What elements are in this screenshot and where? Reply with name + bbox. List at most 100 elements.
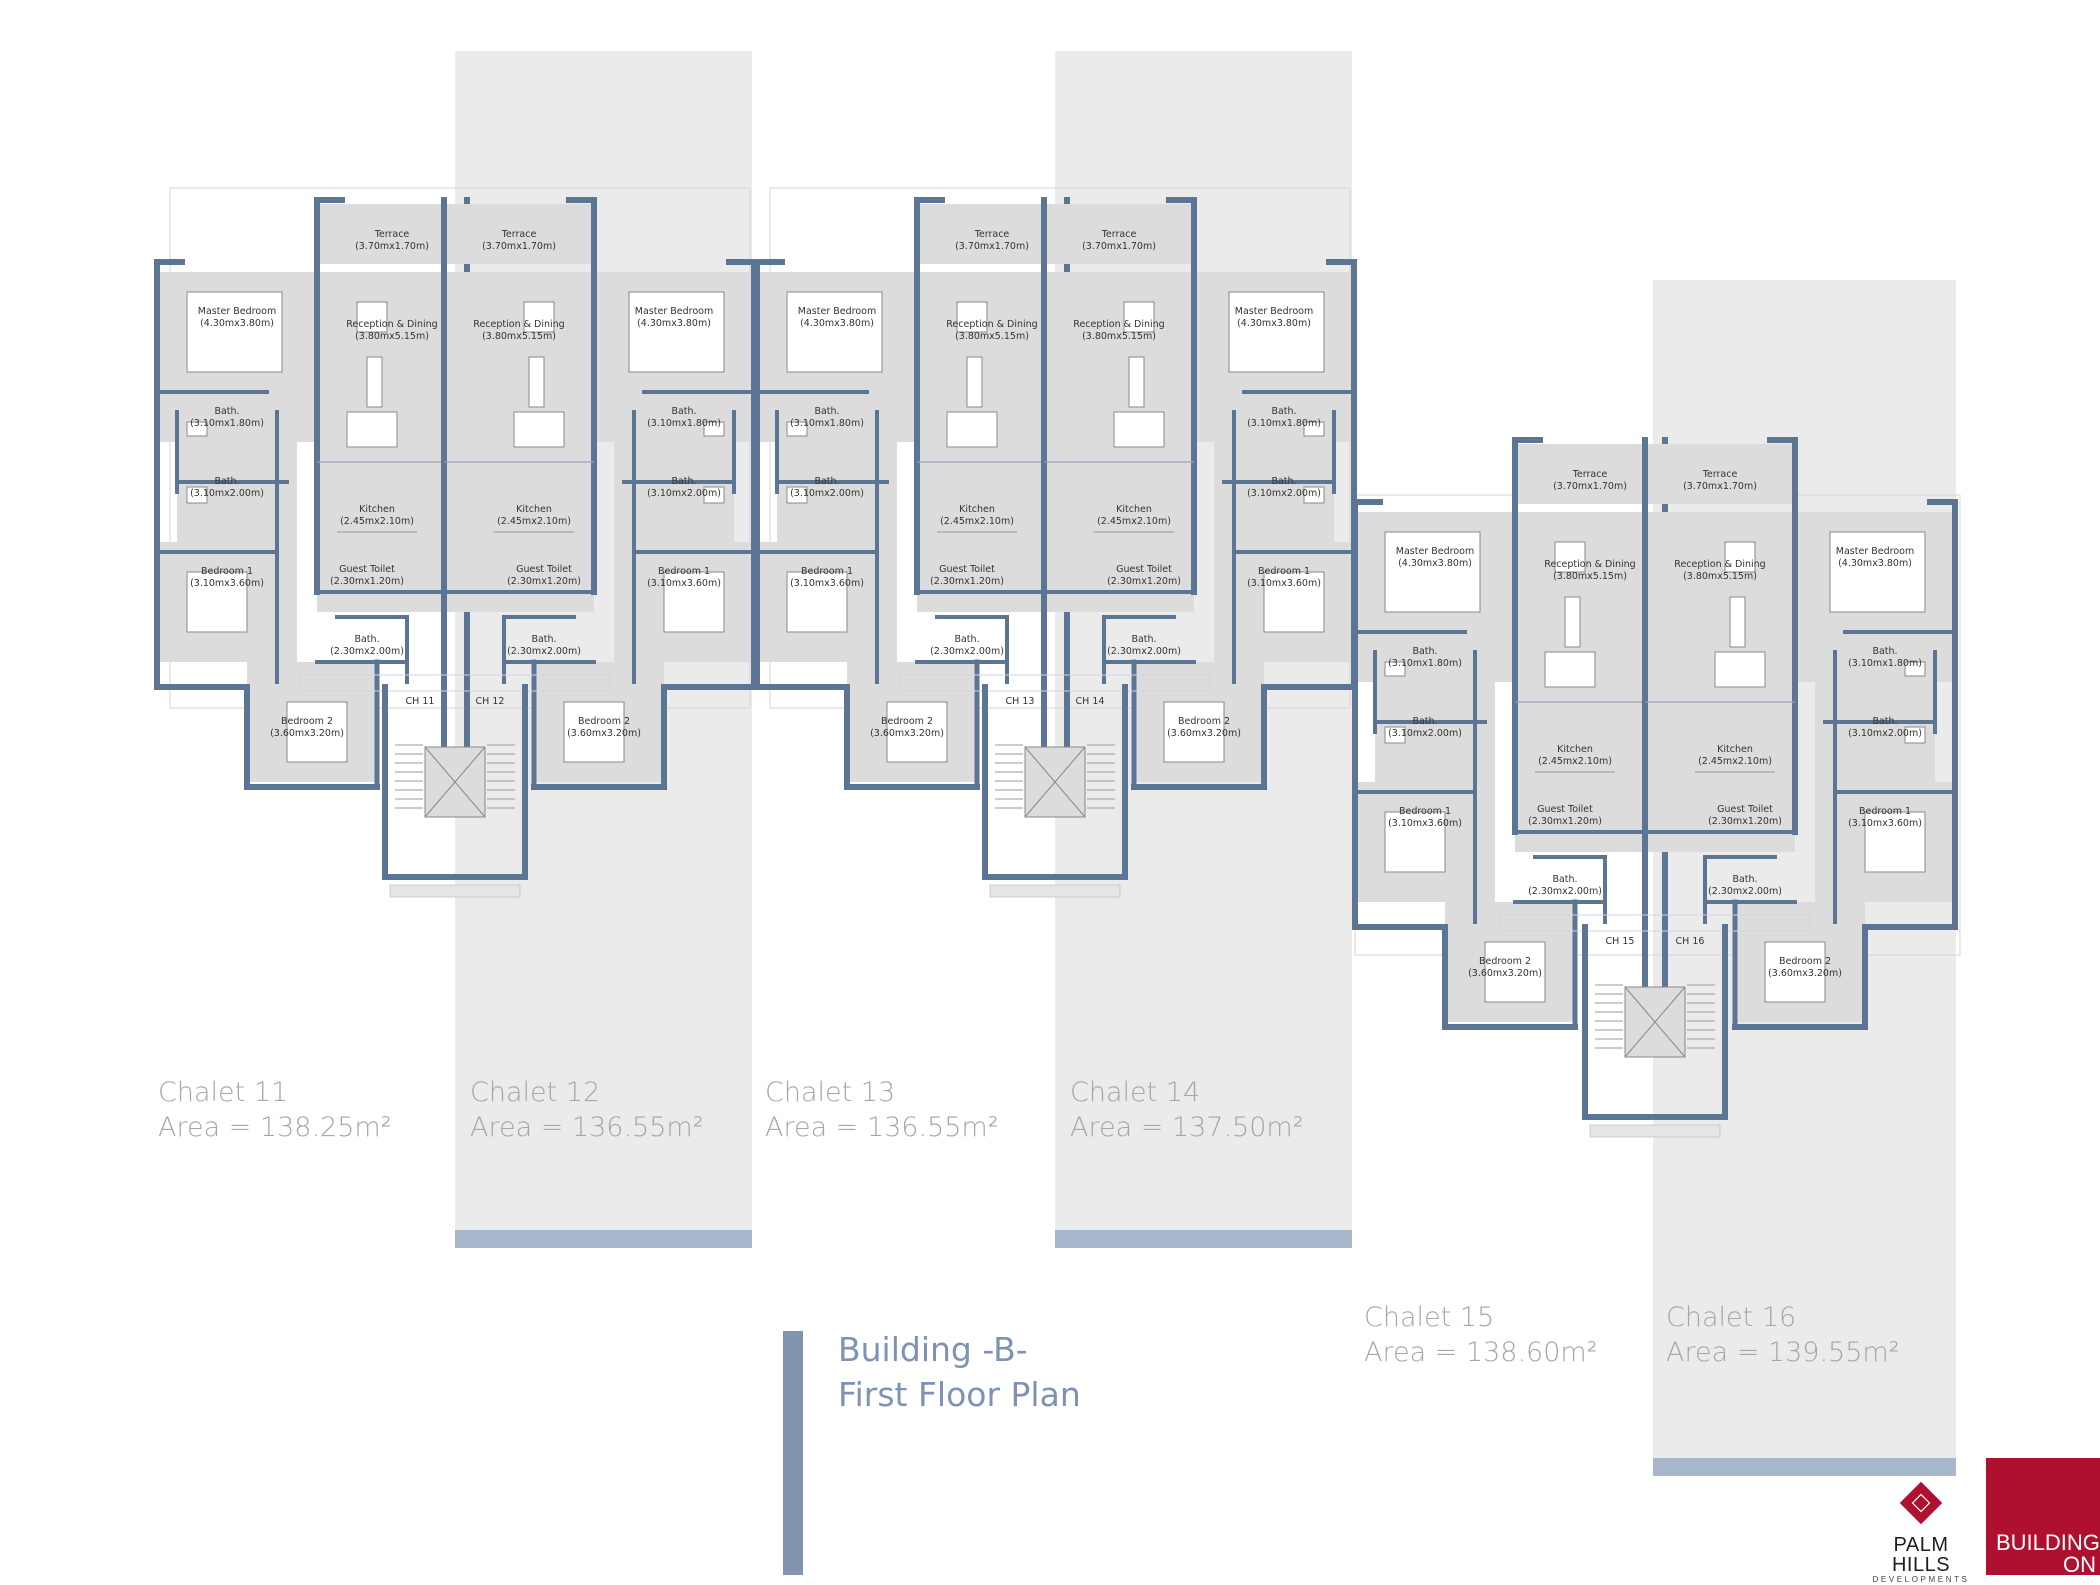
furniture [1123,301,1155,333]
chalet-area: Area = 139.55m² [1666,1337,1900,1368]
furniture [628,291,725,373]
room-size: (4.30mx3.80m) [1838,558,1912,569]
entry-mat [989,884,1121,898]
furniture [1384,531,1481,613]
furniture [786,421,808,437]
room-name: Master Bedroom [798,306,876,317]
room-name: Bath. [1872,646,1897,657]
chalet-14-band-bar [1055,1230,1352,1248]
room-size: (3.10mx1.80m) [1388,658,1462,669]
room-labels: Terrace(3.70mx1.70m)Reception & Dining(3… [790,229,1038,739]
room-size: (3.70mx1.70m) [482,241,556,252]
room-name: Reception & Dining [1073,319,1164,330]
balcony-rail [299,674,611,692]
room-name: Master Bedroom [1235,306,1313,317]
stair-label: CH 13 [1006,696,1035,707]
furniture [366,356,383,408]
room-size: (3.60mx3.20m) [870,728,944,739]
room-name: Kitchen [1116,504,1152,515]
furniture [286,701,348,763]
room-name: Bedroom 2 [1479,956,1531,967]
chalet-area: Area = 136.55m² [765,1112,999,1143]
room-name: Bath. [531,634,556,645]
room-floor [1645,444,1795,504]
room-name: Kitchen [516,504,552,515]
furniture [356,301,388,333]
room-name: Bedroom 2 [281,716,333,727]
chalet-name: Chalet 14 [1070,1077,1201,1108]
room-name: Terrace [1572,469,1608,480]
room-name: Bedroom 2 [578,716,630,727]
room-size: (3.10mx3.60m) [647,578,721,589]
room-name: Terrace [1702,469,1738,480]
room-size: (3.80mx5.15m) [1553,571,1627,582]
furniture [1484,941,1546,1003]
room-size: (2.45mx2.10m) [340,516,414,527]
room-name: Reception & Dining [1544,559,1635,570]
tagline-box: BUILDING ON [1986,1458,2100,1577]
room-size: (3.10mx1.80m) [1848,658,1922,669]
room-size: (2.30mx1.20m) [1528,816,1602,827]
room-size: (2.30mx2.00m) [930,646,1004,657]
furniture [786,571,848,633]
room-size: (3.10mx2.00m) [1247,488,1321,499]
chalet-area: Area = 137.50m² [1070,1112,1304,1143]
room-size: (2.30mx2.00m) [507,646,581,657]
stair-label: CH 11 [406,696,435,707]
room-name: Kitchen [1557,744,1593,755]
room-size: (3.10mx2.00m) [1848,728,1922,739]
furniture [786,486,808,504]
furniture [1554,541,1586,573]
diamond-logo-icon [1899,1481,1943,1525]
room-name: Reception & Dining [1674,559,1765,570]
furniture [528,356,545,408]
room-name: Bath. [1412,716,1437,727]
furniture [703,486,725,504]
room-floor [1515,444,1665,504]
room-size: (3.60mx3.20m) [567,728,641,739]
room-size: (2.30mx1.20m) [930,576,1004,587]
room-name: Terrace [501,229,537,240]
furniture [1904,661,1926,677]
logo-sub: DEVELOPMENTS [1872,1575,1970,1584]
title-rule [783,1331,803,1575]
logo-name: PALM HILLS [1891,1534,1951,1576]
room-name: Bath. [814,476,839,487]
chalet-16-label: Chalet 16 Area = 139.55m² [1666,1300,1900,1370]
stair-diagonal [1624,986,1686,1058]
chalet-12-label: Chalet 12 Area = 136.55m² [470,1075,704,1145]
room-name: Terrace [974,229,1010,240]
furniture [703,421,725,437]
room-name: Bath. [1271,476,1296,487]
room-labels: Terrace(3.70mx1.70m) Reception & Dining (3… [473,229,721,739]
furniture [186,421,208,437]
room-name: Reception & Dining [473,319,564,330]
room-size: (4.30mx3.80m) [800,318,874,329]
room-size: (3.70mx1.70m) [1082,241,1156,252]
furniture [1544,651,1596,688]
furniture [1303,421,1325,437]
furniture [966,356,983,408]
furniture [1228,291,1325,373]
chalet-name: Chalet 11 [158,1077,289,1108]
room-name: Bedroom 2 [881,716,933,727]
entry-mat [1589,1124,1721,1138]
balcony-rail [1499,914,1811,932]
room-labels: Terrace(3.70mx1.70m)Reception & Dining(3… [1674,469,1922,979]
room-size: (2.45mx2.10m) [1538,756,1612,767]
stair-label: CH 15 [1606,936,1635,947]
furniture [1113,411,1165,448]
stair-label: CH 12 [476,696,505,707]
room-size: (3.10mx3.60m) [190,578,264,589]
room-name: Bath. [1412,646,1437,657]
chalet-name: Chalet 15 [1364,1302,1495,1333]
room-name: Guest Toilet [516,564,572,575]
room-name: Kitchen [959,504,995,515]
room-size: (3.10mx3.60m) [790,578,864,589]
room-name: Bath. [1872,716,1897,727]
chalet-unit: Terrace(3.70mx1.70m) Reception & Dining (3… [441,197,757,790]
room-name: Master Bedroom [635,306,713,317]
room-size: (3.60mx3.20m) [1167,728,1241,739]
